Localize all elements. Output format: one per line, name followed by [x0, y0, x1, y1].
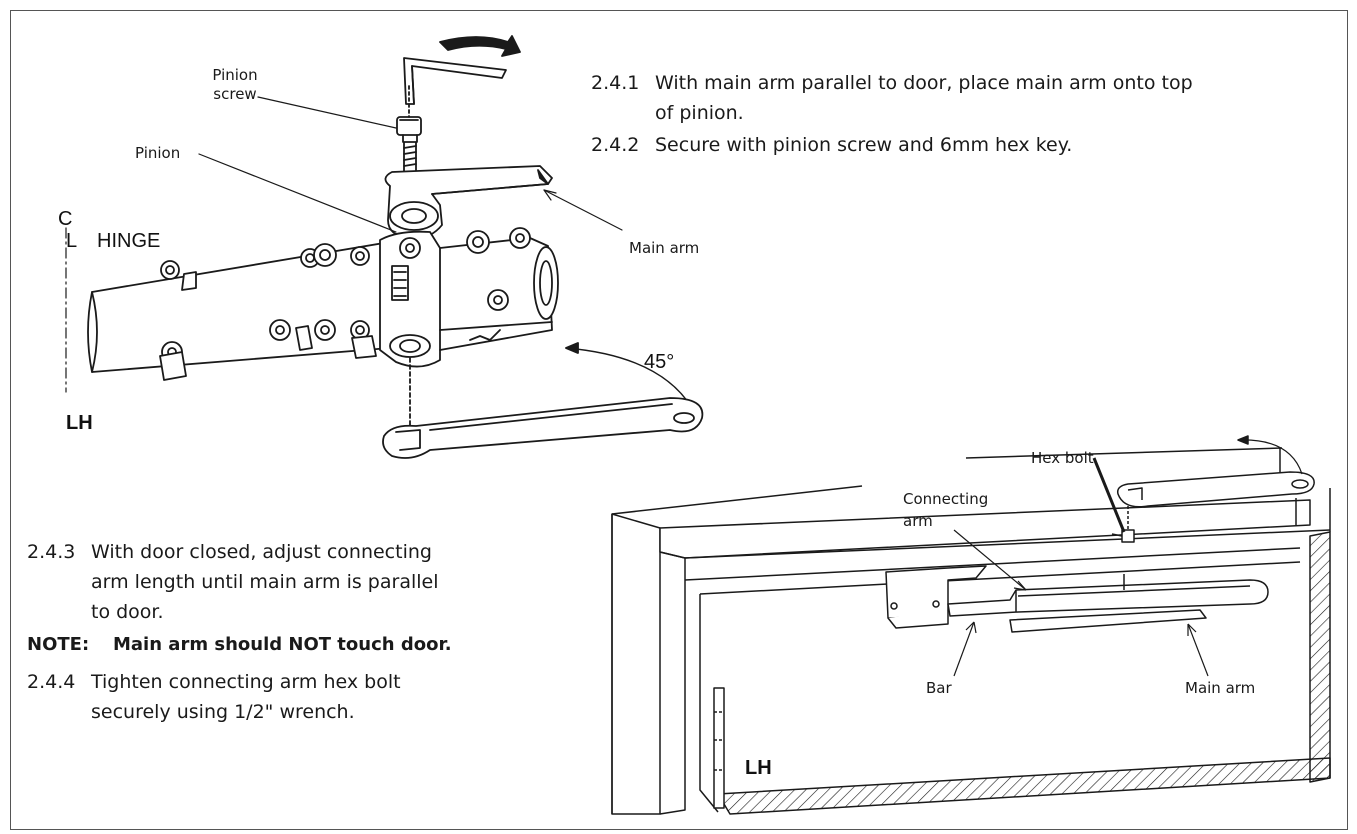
note-text: Main arm should NOT touch door.	[113, 634, 452, 655]
step-text-line: to door.	[91, 601, 164, 623]
label-hinge: HINGE	[97, 230, 161, 252]
label-centerline-l: L	[66, 230, 78, 252]
label-hex-bolt: Hex bolt	[1031, 449, 1094, 467]
step-number: 2.4.4	[27, 671, 76, 693]
step-text-line: With door closed, adjust connecting	[91, 541, 432, 563]
step-text-line: Tighten connecting arm hex bolt	[91, 671, 401, 693]
hex-bolt-icon	[1111, 506, 1135, 543]
step-text-line: With main arm parallel to door, place ma…	[655, 72, 1193, 94]
bracket	[885, 565, 987, 629]
label-main-arm: Main arm	[629, 239, 700, 257]
step-number: 2.4.3	[27, 541, 76, 563]
pinion-screw-icon	[396, 85, 422, 173]
hex-key-icon	[403, 57, 507, 105]
label-main-arm: Main arm	[1185, 679, 1256, 697]
step-text-line: arm length until main arm is parallel	[91, 571, 439, 593]
label-angle: 45°	[644, 351, 675, 373]
label-line: screw	[213, 85, 257, 103]
label-line: Connecting	[903, 490, 989, 508]
label-hand-lh: LH	[66, 412, 93, 434]
label-pinion-screw: Pinion screw	[200, 66, 270, 104]
step-number: 2.4.2	[591, 134, 640, 156]
step-number: 2.4.1	[591, 72, 640, 94]
label-line: Pinion	[212, 66, 258, 84]
step-text-line: of pinion.	[655, 102, 744, 124]
label-bar: Bar	[926, 679, 952, 697]
label-hand-lh: LH	[745, 757, 772, 779]
label-pinion: Pinion	[135, 144, 181, 162]
main-arm-upper	[384, 165, 553, 240]
connecting-arm	[947, 579, 1269, 633]
note-label: NOTE:	[27, 634, 90, 655]
step-text-line: securely using 1/2" wrench.	[91, 701, 355, 723]
label-connecting-arm: Connecting arm	[903, 488, 988, 532]
label-line: arm	[903, 512, 933, 530]
main-arm-lower	[382, 397, 704, 459]
main-arm-top	[1116, 471, 1315, 508]
step-text-line: Secure with pinion screw and 6mm hex key…	[655, 134, 1073, 156]
label-centerline-c: C	[58, 208, 73, 230]
rotation-arrow-icon	[439, 35, 521, 57]
hinge-icon	[713, 687, 725, 809]
closer-body	[87, 227, 559, 381]
page-frame	[10, 10, 1348, 830]
